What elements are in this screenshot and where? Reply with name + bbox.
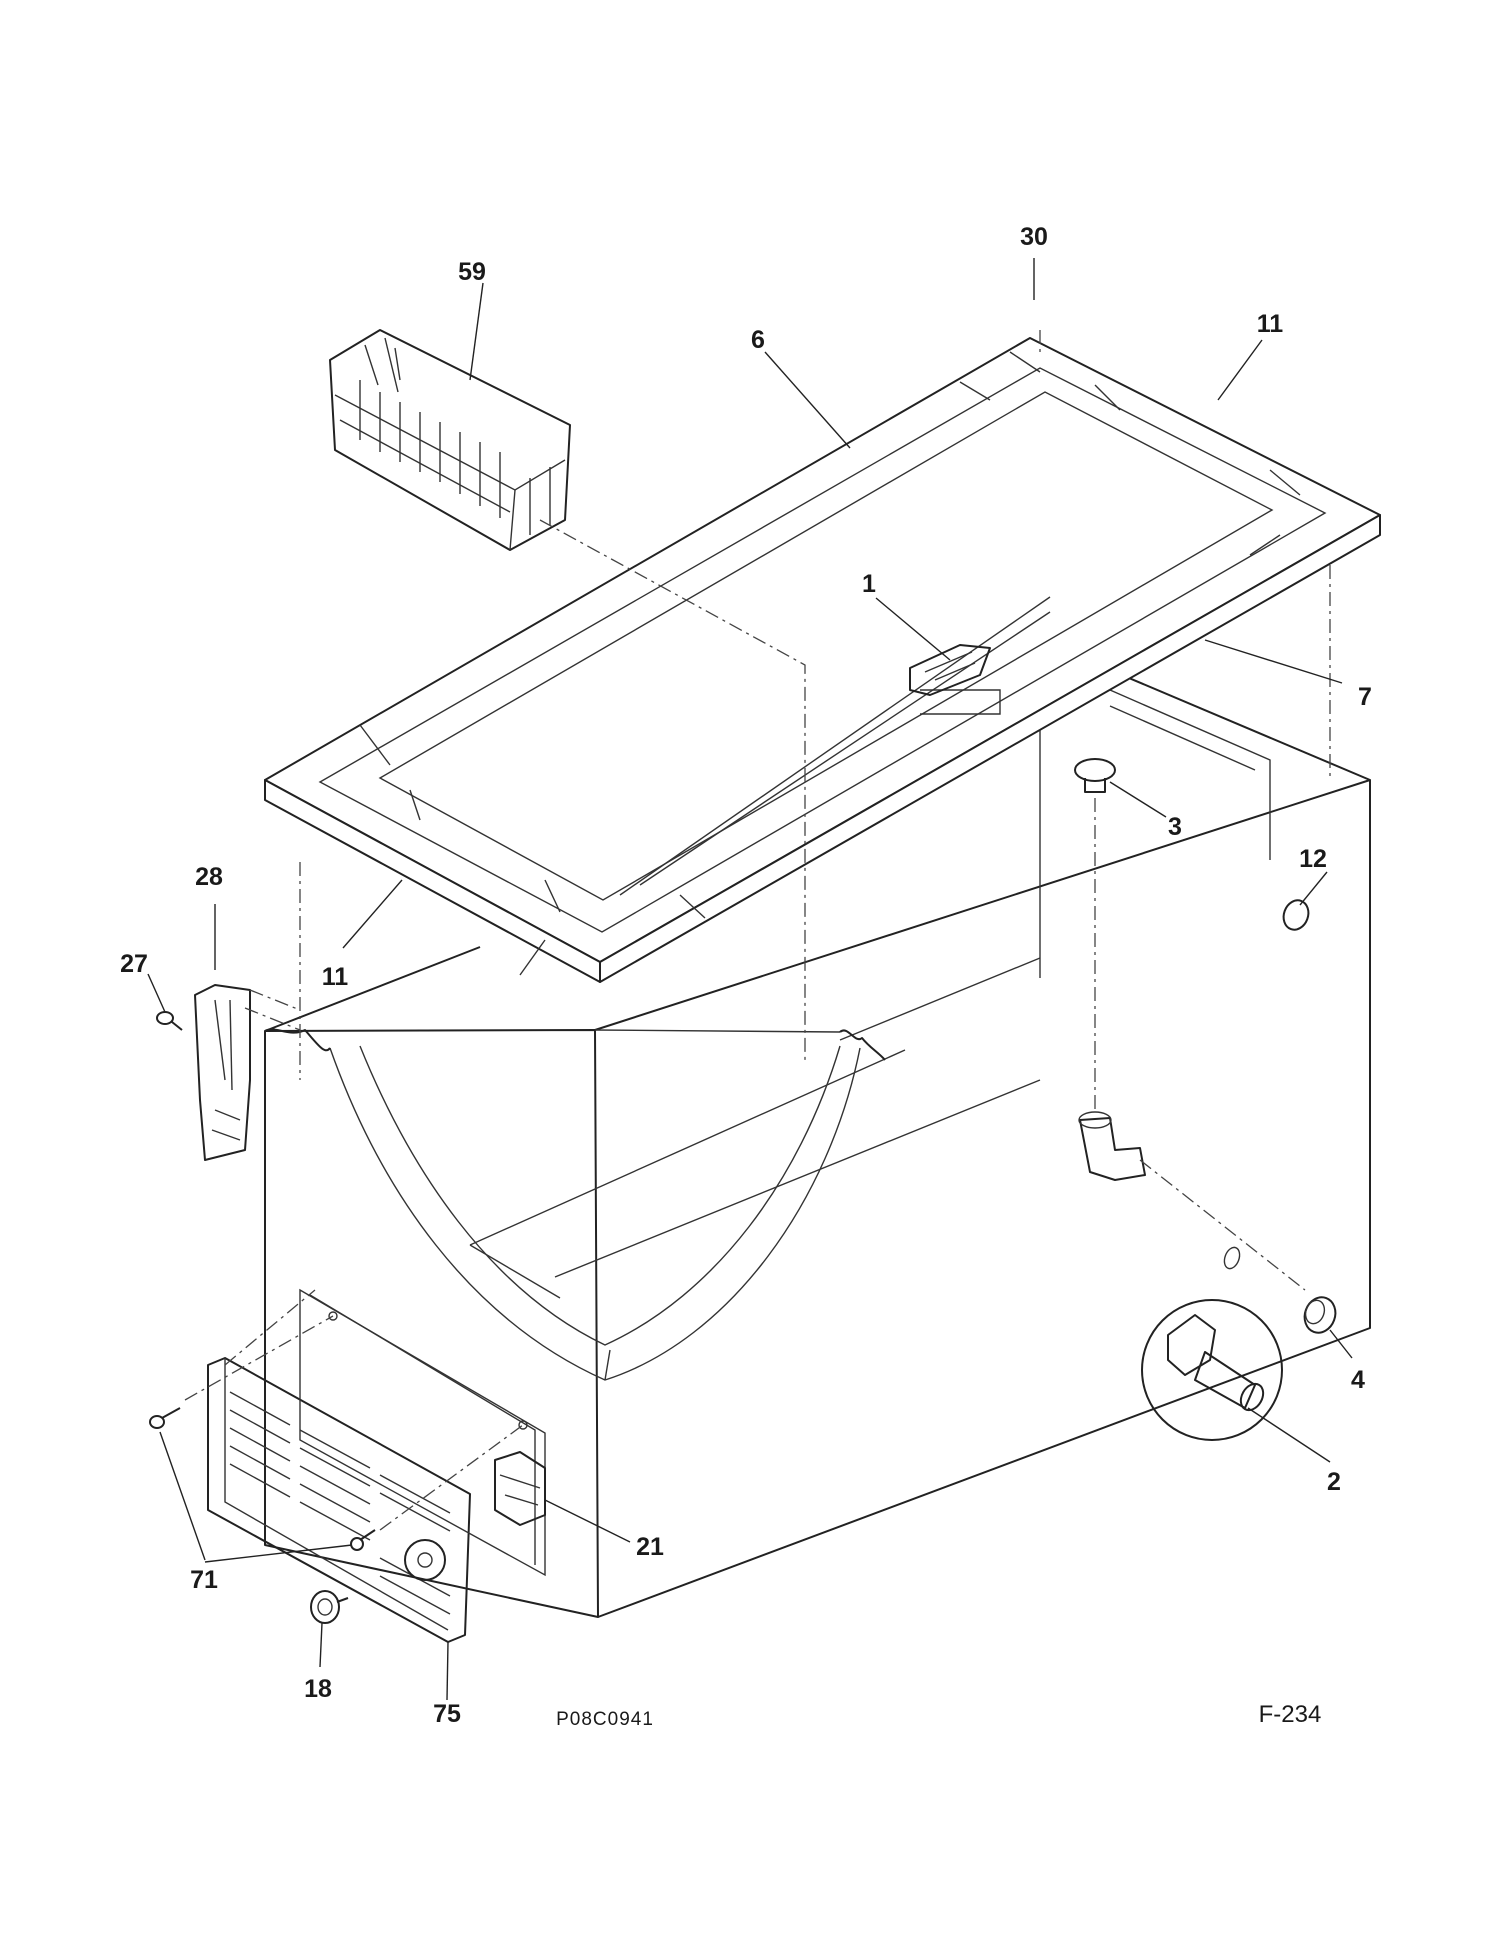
callout-21: 21 [636, 1533, 664, 1561]
callout-7: 7 [1358, 683, 1372, 711]
callout-6: 6 [751, 326, 765, 354]
basket-part-59 [329, 329, 571, 551]
callout-75: 75 [433, 1700, 461, 1728]
callout-1: 1 [862, 570, 876, 598]
knob-part-18 [310, 1590, 349, 1624]
drain-plug-part-3 [1074, 758, 1116, 793]
callout-4: 4 [1351, 1366, 1365, 1394]
plug-part-4 [1303, 1296, 1337, 1334]
callout-11-left: 11 [322, 963, 349, 991]
callout-27: 27 [120, 950, 148, 978]
figure-number: F-234 [1259, 1701, 1322, 1728]
switch-part-21 [494, 1451, 546, 1526]
plug-part-12 [1282, 899, 1310, 931]
callout-12: 12 [1299, 845, 1327, 873]
callout-18: 18 [304, 1675, 332, 1703]
callout-28: 28 [195, 863, 223, 891]
drain-tube [1078, 1111, 1241, 1270]
lid-gasket-frame [264, 337, 1381, 983]
drawing-code: P08C0941 [556, 1709, 654, 1730]
callout-2: 2 [1327, 1468, 1341, 1496]
callout-59: 59 [458, 258, 486, 286]
machine-compartment [299, 1288, 546, 1577]
leader-lines [147, 258, 1353, 1701]
assembly-lines [184, 330, 1331, 1531]
screw-part-27 [156, 1011, 183, 1031]
callout-labels: 59 30 6 11 1 7 3 12 28 27 11 4 2 21 71 1… [120, 223, 1372, 1728]
fitting-detail-part-2 [1141, 1299, 1283, 1441]
callout-71: 71 [190, 1566, 218, 1594]
latch-part-1 [909, 644, 991, 696]
callout-30: 30 [1020, 223, 1048, 251]
grille-part-75 [207, 1357, 471, 1643]
freezer-cabinet [264, 669, 1371, 1618]
callout-11-right: 11 [1257, 310, 1284, 338]
callout-3: 3 [1168, 813, 1182, 841]
screws-part-71 [149, 1407, 376, 1551]
hinge-part-28 [194, 984, 251, 1161]
